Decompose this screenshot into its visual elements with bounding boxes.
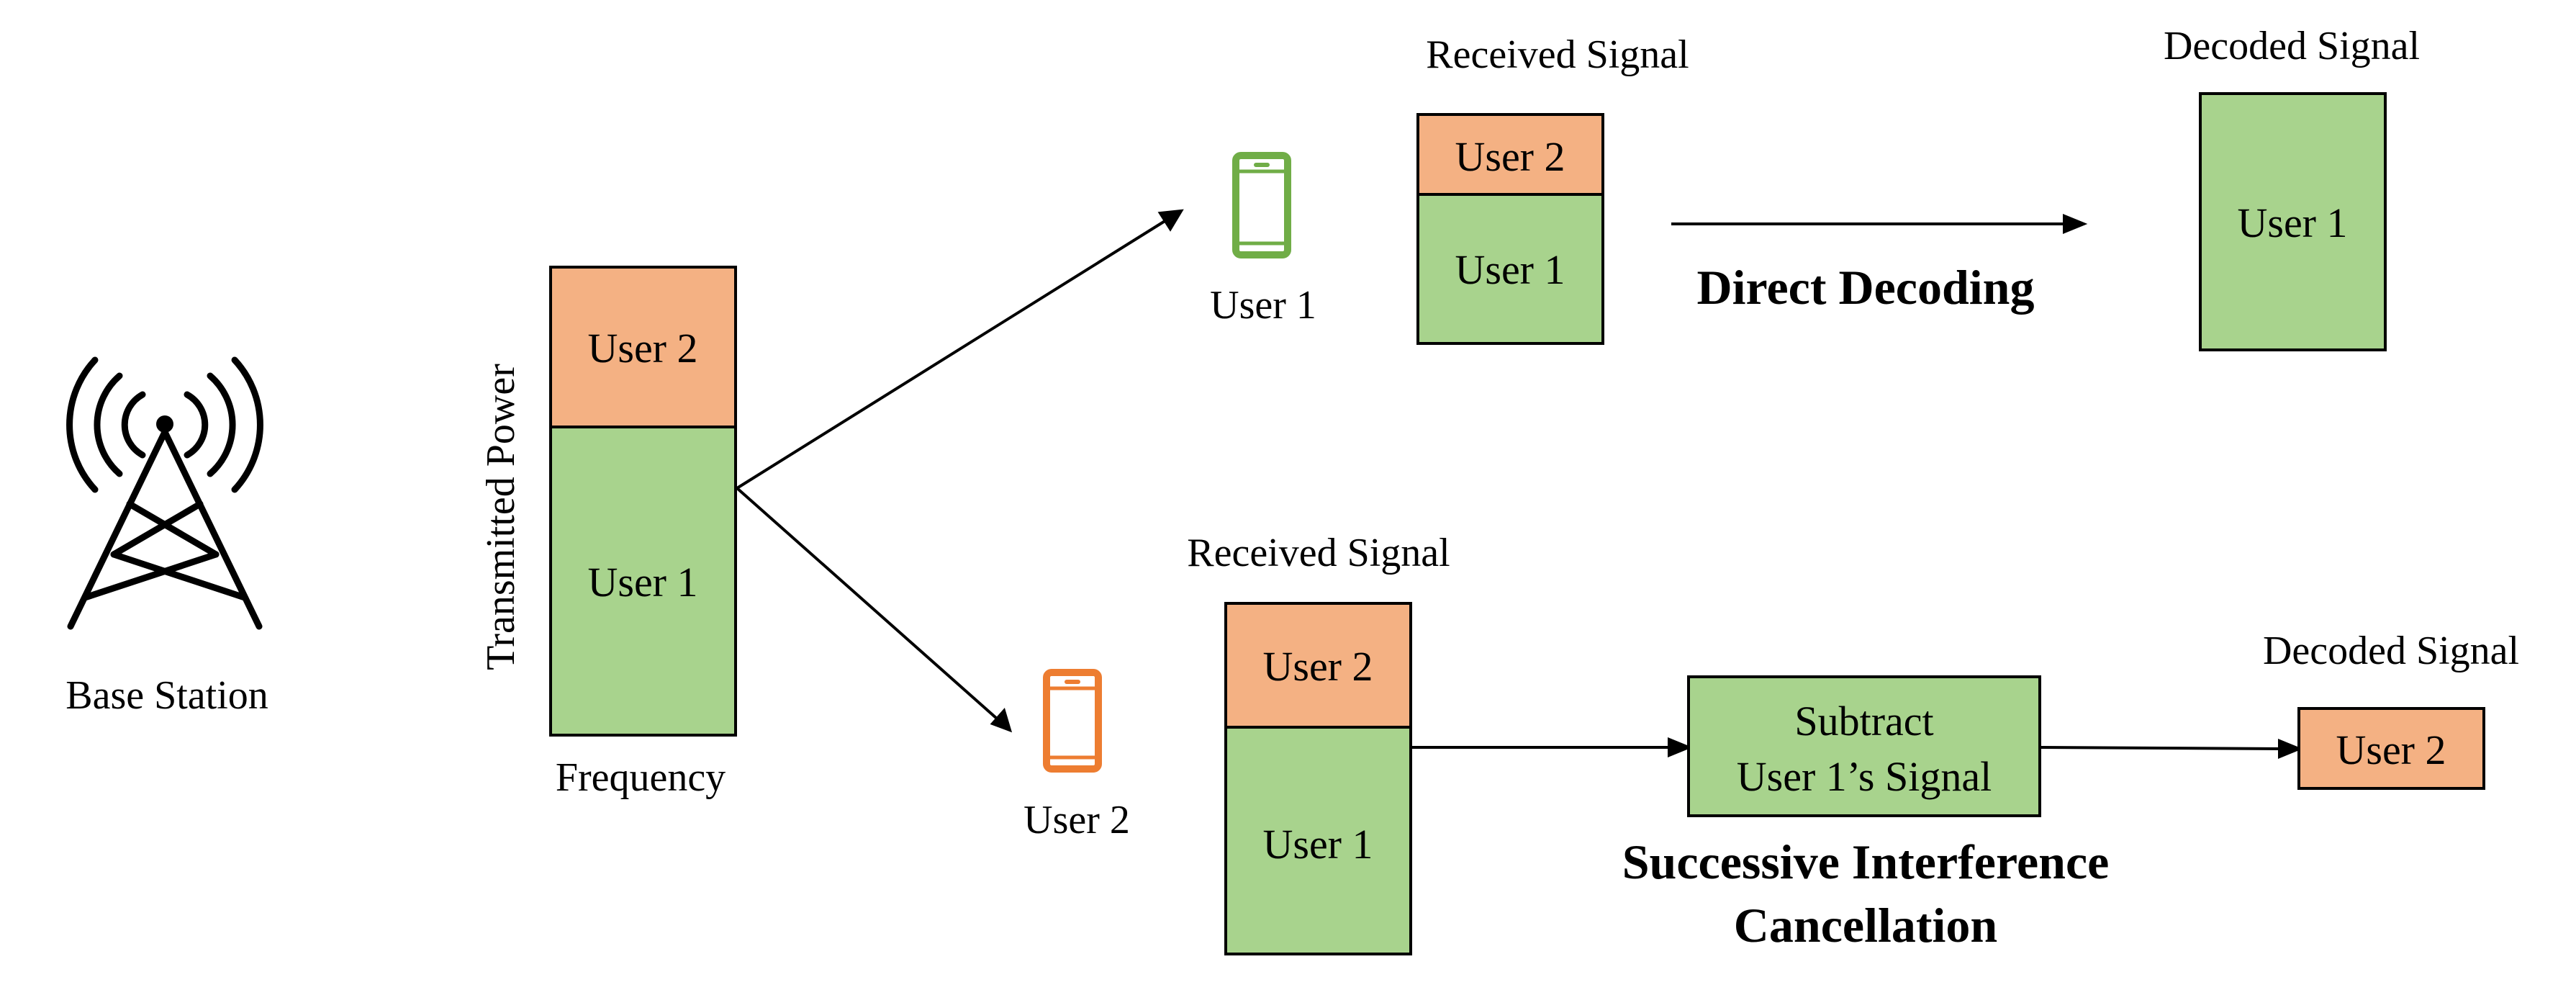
bottom-decoded-user2-label: User 2 xyxy=(2336,726,2446,773)
top-received-user2-block xyxy=(1416,113,1604,196)
sic-subtract-line2: User 1’s Signal xyxy=(1737,753,1992,800)
to-decoded-user2-arrow xyxy=(2041,739,2303,759)
bottom-decoded-signal-title: Decoded Signal xyxy=(2263,629,2519,673)
transmit-user2-block xyxy=(549,266,737,428)
smartphone-icon xyxy=(1232,152,1291,258)
sic-label-line2: Cancellation xyxy=(1734,898,1997,953)
bottom-received-user1-label: User 1 xyxy=(1262,821,1373,868)
bottom-received-user2-label: User 2 xyxy=(1262,643,1373,690)
transmitted-power-axis-label: Transmitted Power xyxy=(479,364,523,670)
transmit-user1-block xyxy=(549,426,737,737)
user1-device-label: User 1 xyxy=(1210,283,1316,328)
top-decoded-user1-block xyxy=(2199,92,2387,351)
top-decoded-signal-title: Decoded Signal xyxy=(2164,24,2420,68)
cell-tower-icon xyxy=(66,356,263,630)
user2-device-label: User 2 xyxy=(1023,798,1130,842)
sic-subtract-block xyxy=(1687,675,2041,817)
sic-subtract-line1: Subtract xyxy=(1794,698,1933,744)
bottom-received-user2-block xyxy=(1224,602,1412,729)
smartphone-icon xyxy=(1043,669,1102,773)
sic-label-line1: Successive Interference xyxy=(1622,834,2110,889)
downlink-arrows xyxy=(736,209,1184,733)
direct-decoding-arrow xyxy=(1671,214,2088,234)
top-received-user1-block xyxy=(1416,193,1604,345)
top-decoded-user1-label: User 1 xyxy=(2237,199,2347,246)
transmit-user2-label: User 2 xyxy=(587,325,697,372)
base-station-label: Base Station xyxy=(65,673,268,718)
direct-decoding-label: Direct Decoding xyxy=(1697,260,2035,315)
frequency-axis-label: Frequency xyxy=(556,755,726,800)
bottom-decoded-user2-block xyxy=(2297,707,2485,790)
top-received-signal-title: Received Signal xyxy=(1426,32,1689,77)
to-sic-arrow xyxy=(1412,737,1693,757)
top-received-user1-label: User 1 xyxy=(1455,246,1565,293)
bottom-received-signal-title: Received Signal xyxy=(1187,531,1450,575)
bottom-received-user1-block xyxy=(1224,726,1412,955)
top-received-user2-label: User 2 xyxy=(1455,133,1565,180)
transmit-user1-label: User 1 xyxy=(587,559,697,606)
